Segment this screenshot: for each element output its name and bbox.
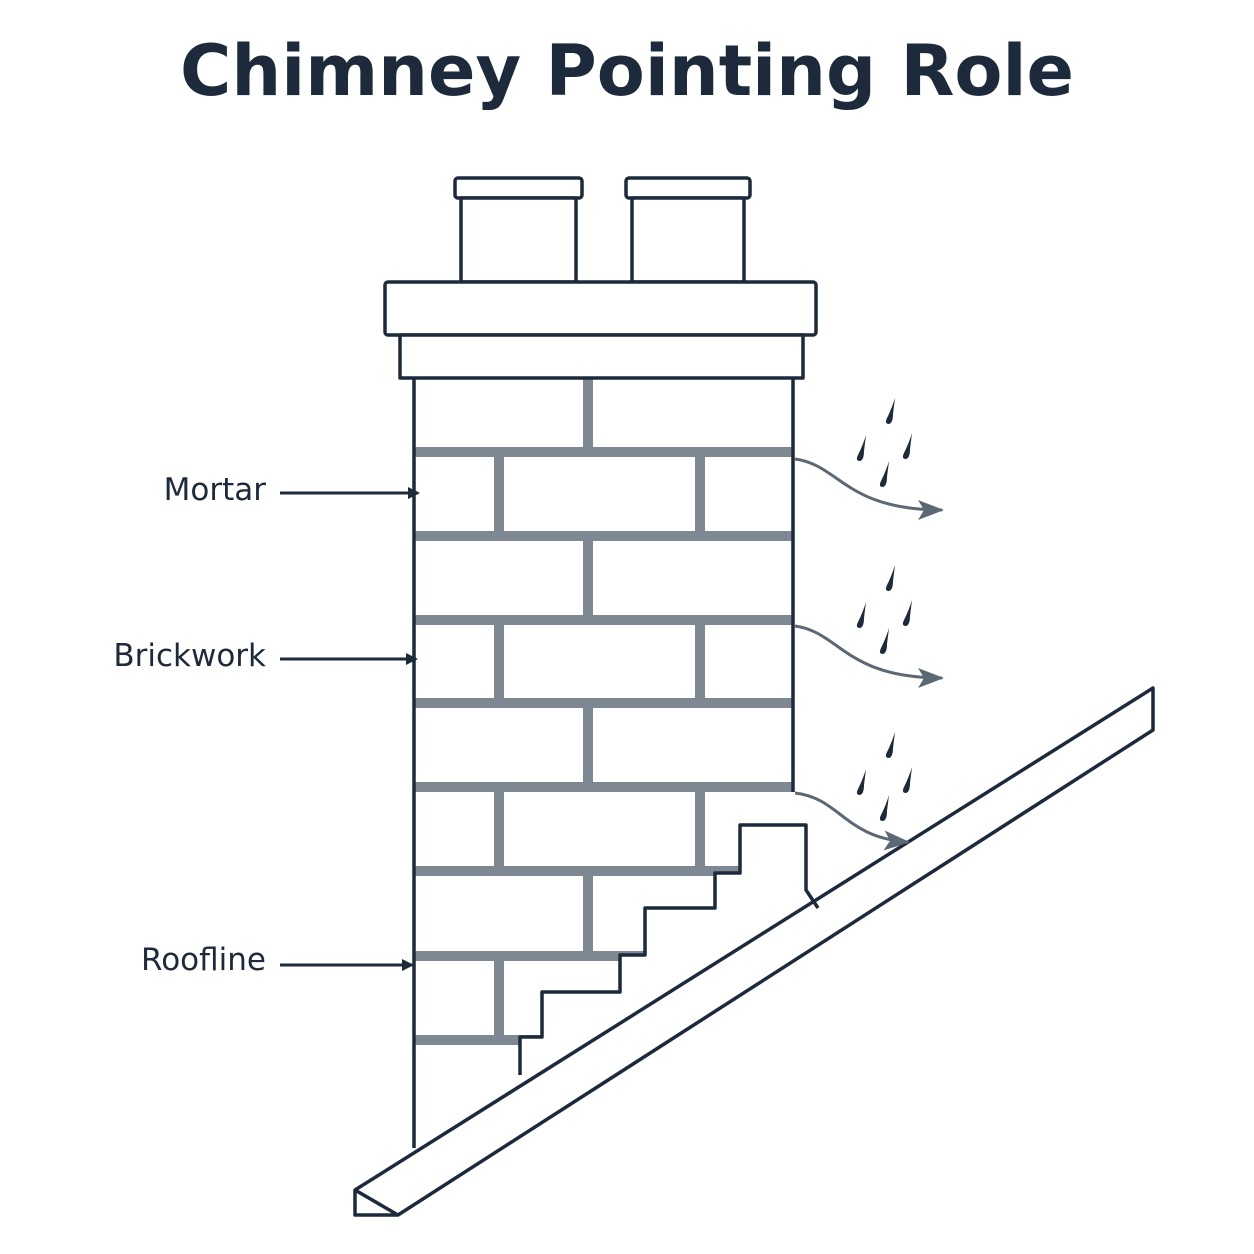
chimney-cap [383,280,818,337]
label-brickwork: Brickwork [113,638,266,674]
mortar-joints [414,378,793,1045]
rain-drop-group-middle [856,565,912,654]
roof-slab [353,686,1155,1217]
chimney-crown [398,333,805,380]
rain-drop-group-lower [856,732,912,821]
label-arrows [280,487,420,971]
rain-drop-group-upper [856,398,912,487]
step-flashing [518,823,820,1075]
diagram-title: Chimney Pointing Role [180,30,1074,112]
water-flow-arrow-upper [794,457,944,520]
label-roofline: Roofline [141,942,266,978]
chimney-pot-left-rim [453,176,584,200]
water-flow-arrow-middle [794,624,944,688]
chimney-pot-right [630,196,746,284]
label-mortar: Mortar [163,472,266,508]
water-flow-arrows [794,457,944,851]
chimney-outline [383,176,820,1148]
rain-drops [856,398,912,821]
chimney-pot-left [459,196,578,284]
chimney-pot-right-rim [624,176,752,200]
water-flow-arrow-lower [794,791,910,851]
